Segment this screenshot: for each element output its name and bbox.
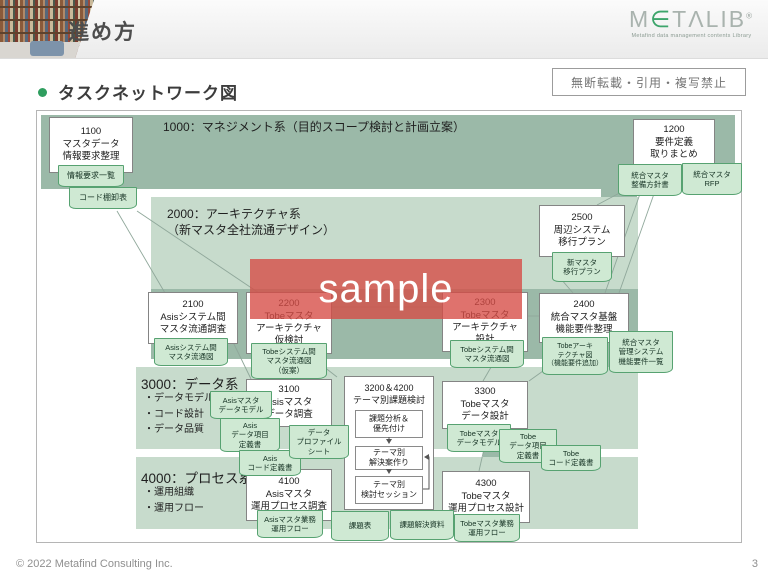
green-bullet-icon <box>38 88 47 97</box>
task-3200-4200-title: 3200＆4200 テーマ別課題検討 <box>352 383 425 406</box>
sticky-tobe-flow-map-draft: Tobeシステム間 マスタ流通図 （仮案） <box>251 343 327 379</box>
band-3000-label: 3000：データ系 <box>141 377 239 392</box>
logo-letter-e-green: ∈ <box>650 6 673 32</box>
sticky-tobe-arch-diagram: Tobeアーキ テクチャ図 （機能要件追加） <box>542 337 608 375</box>
sticky-master-policy-doc: 統合マスタ 整備方針書 <box>618 164 682 196</box>
footer-copyright: © 2022 Metafind Consulting Inc. <box>16 558 173 570</box>
task-2400: 2400 統合マスタ基盤 機能要件整理 <box>539 293 629 343</box>
bookshelf-photo <box>0 0 94 58</box>
section-heading: タスクネットワーク図 <box>58 84 238 103</box>
step-review-session: テーマ別 検討セッション <box>355 476 423 504</box>
copyright-notice-box: 無断転載・引用・複写禁止 <box>552 68 746 96</box>
sticky-issue-list: 課題表 <box>331 511 389 541</box>
sticky-master-rfp: 統合マスタ RFP <box>682 163 742 195</box>
sticky-info-request-list: 情報要求一覧 <box>58 165 124 187</box>
task-2100: 2100 Asisシステム間 マスタ流通調査 <box>148 292 238 344</box>
page-title: 進め方 <box>68 21 137 44</box>
sticky-mgmt-system-requirements: 統合マスタ 管理システム 機能要件一覧 <box>609 331 673 373</box>
sticky-asis-data-model: Asisマスタ データモデル <box>210 391 272 419</box>
sticky-tobe-flow-map: Tobeシステム間 マスタ流通図 <box>450 340 524 368</box>
header-bar: 進め方 M∈TΛLIB® Metafind data management co… <box>0 0 768 59</box>
step-issue-analysis: 課題分析＆ 優先付け <box>355 410 423 438</box>
band-2000-label: 2000：アーキテクチャ系 （新マスタ全社流通デザイン） <box>167 207 336 237</box>
step-solution-drafting: テーマ別 解決案作り <box>355 446 423 470</box>
sticky-asis-flow-map: Asisシステム間 マスタ流通図 <box>154 338 228 366</box>
task-network-diagram: 1000：マネジメント系（目的スコープ検討と計画立案） 2000：アーキテクチャ… <box>36 110 742 543</box>
registered-mark: ® <box>746 11 754 21</box>
sticky-asis-operation-flow: Asisマスタ業務 運用フロー <box>257 510 323 538</box>
task-2500: 2500 周辺システム 移行プラン <box>539 205 625 257</box>
task-1100: 1100 マスタデータ 情報要求整理 <box>49 117 133 173</box>
band-1000-label: 1000：マネジメント系（目的スコープ検討と計画立案） <box>163 120 465 134</box>
sticky-code-inventory: コード棚卸表 <box>69 187 137 209</box>
footer-page-number: 3 <box>751 558 758 570</box>
task-3300: 3300 Tobeマスタ データ設計 <box>442 381 528 429</box>
logo-tagline: Metafind data management contents Librar… <box>631 33 752 39</box>
photo-couch <box>30 41 64 56</box>
sample-watermark: sample <box>250 259 522 319</box>
metalib-logo-wordmark: M∈TΛLIB® <box>629 8 754 31</box>
sticky-tobe-operation-flow: Tobeマスタ業務 運用フロー <box>454 514 520 542</box>
task-1200: 1200 要件定義 取りまとめ <box>633 119 715 167</box>
band-4000-bullets: ・運用組織 ・運用フロー <box>144 487 204 514</box>
sticky-data-profile-sheet: データ プロファイル シート <box>289 425 349 459</box>
band-4000-label: 4000：プロセス系 <box>141 471 253 486</box>
logo-letters-rest: TΛLIB <box>672 6 747 32</box>
sticky-asis-item-definitions: Asis データ項目 定義書 <box>220 418 280 452</box>
metalib-logo: M∈TΛLIB® Metafind data management conten… <box>629 8 754 40</box>
band-3000-bullets: ・データモデル ・コード設計 ・データ品質 <box>144 393 214 435</box>
sticky-migration-plan: 新マスタ 移行プラン <box>552 252 612 282</box>
logo-letter-m: M <box>628 6 651 32</box>
sticky-issue-resolution-docs: 課題解決資料 <box>390 510 454 540</box>
sticky-tobe-code-definitions: Tobe コード定義書 <box>541 445 601 471</box>
task-3200-4200: 3200＆4200 テーマ別課題検討 課題分析＆ 優先付け テーマ別 解決案作り… <box>344 376 434 510</box>
